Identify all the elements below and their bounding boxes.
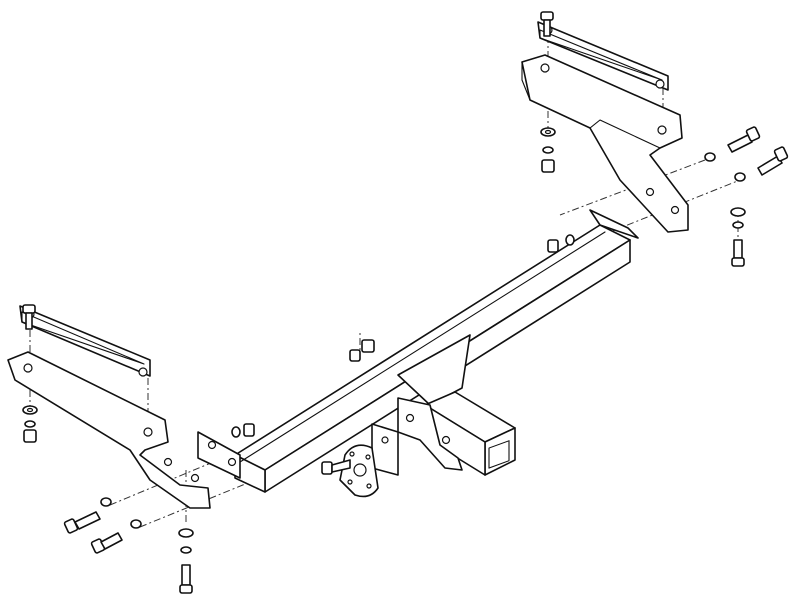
socket-mounting-plate — [371, 423, 399, 476]
receiver-gusset — [397, 334, 471, 406]
left-side-bracket — [7, 351, 211, 509]
receiver-pin-plate — [397, 397, 463, 471]
left-side-bolt-lower — [90, 519, 142, 554]
left-side-bolt-upper — [63, 497, 112, 534]
main-cross-beam — [197, 209, 639, 493]
beam-center-nuts — [349, 339, 375, 362]
right-bottom-bolt-stack — [730, 207, 746, 267]
left-bolt-top — [22, 304, 36, 330]
receiver-tube — [424, 391, 516, 476]
beam-nut-left — [231, 423, 255, 438]
right-side-bracket — [521, 54, 689, 233]
left-washer-stack — [22, 405, 38, 443]
right-bolt-top — [540, 11, 554, 37]
right-side-bolt-upper — [704, 126, 761, 162]
electrical-socket-plate — [339, 444, 379, 498]
left-bottom-bolt-stack — [178, 528, 194, 594]
socket-bolt — [321, 459, 351, 475]
beam-nut-right — [547, 234, 575, 253]
right-side-bolt-lower — [734, 146, 789, 182]
right-washer-stack — [540, 127, 556, 173]
left-upper-plate — [19, 305, 151, 377]
